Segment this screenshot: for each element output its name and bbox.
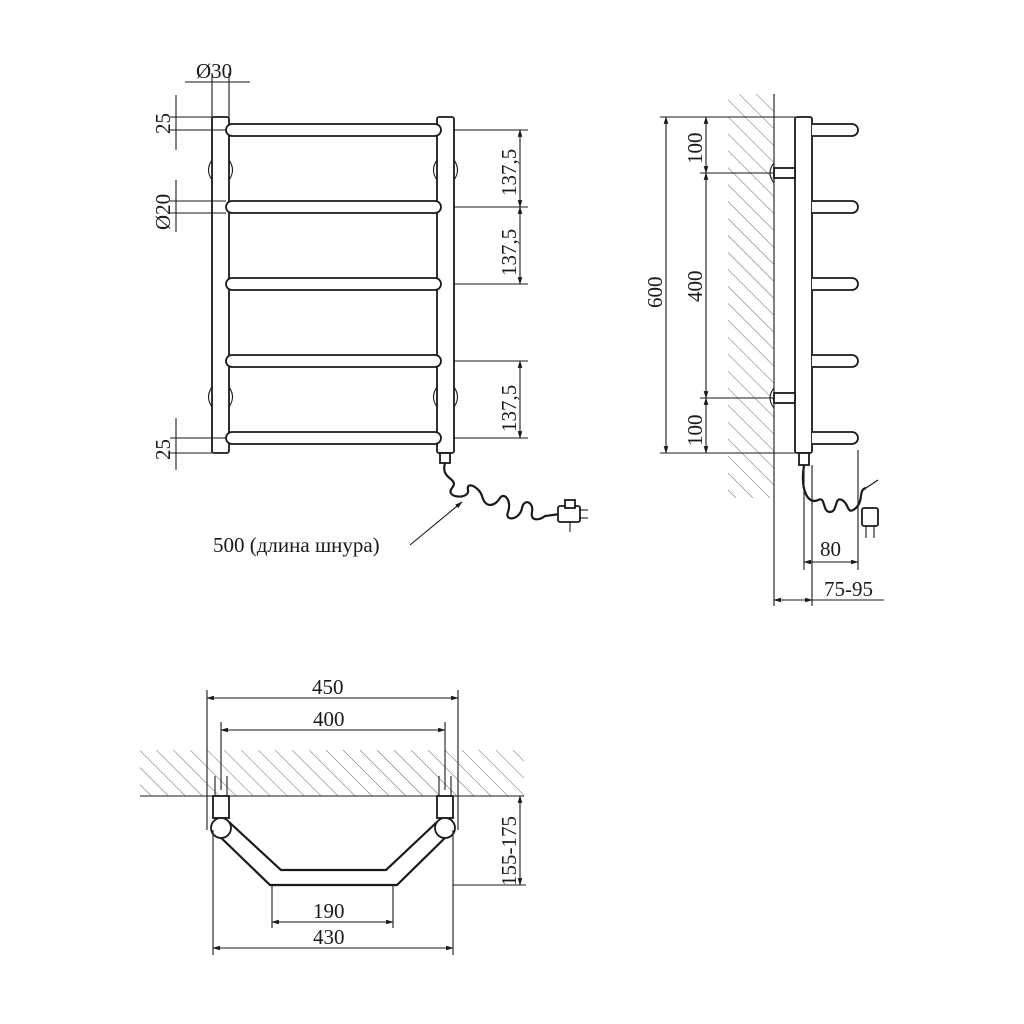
dim-projection: 155-175 bbox=[497, 816, 521, 886]
top-left-post bbox=[210, 817, 232, 839]
left-lower-bracket bbox=[207, 386, 234, 408]
top-right-post bbox=[434, 817, 456, 839]
dim-bottom-outer: 430 bbox=[313, 925, 345, 949]
dim-outer-width: 450 bbox=[312, 675, 344, 699]
rail-3 bbox=[225, 277, 442, 291]
dim-wall-distance: 75-95 bbox=[824, 577, 873, 601]
left-upper-bracket bbox=[207, 159, 234, 181]
rail-4 bbox=[225, 354, 442, 368]
dim-top-pipe-diameter: Ø30 bbox=[196, 59, 232, 83]
side-heater-connector bbox=[798, 452, 810, 466]
dim-top-mount: 100 bbox=[683, 133, 707, 165]
rail-2 bbox=[225, 200, 442, 214]
cord-length-note: 500 (длина шнура) bbox=[213, 533, 380, 557]
top-wall-hatch bbox=[140, 750, 524, 796]
dim-depth-cord: 80 bbox=[820, 537, 841, 561]
side-wall-hatch bbox=[728, 94, 774, 498]
dim-rail-spacing-3: 137,5 bbox=[497, 385, 521, 432]
dim-rail-diameter: Ø20 bbox=[151, 194, 175, 230]
dim-bottom-inner: 190 bbox=[313, 899, 345, 923]
side-post bbox=[794, 116, 813, 454]
dim-top-offset: 25 bbox=[151, 113, 175, 134]
heater-connector bbox=[439, 452, 451, 464]
dim-mount-spacing: 400 bbox=[683, 271, 707, 303]
dim-mount-width: 400 bbox=[313, 707, 345, 731]
side-power-plug bbox=[861, 479, 879, 538]
front-view: Ø30 25 Ø20 25 137,5 137,5 137,5 500 (дли… bbox=[151, 59, 588, 557]
top-view: 450 400 155-175 190 430 bbox=[140, 675, 526, 955]
dim-rail-spacing-1: 137,5 bbox=[497, 149, 521, 196]
power-plug bbox=[557, 499, 588, 532]
right-lower-bracket bbox=[432, 386, 459, 408]
dim-bottom-mount: 100 bbox=[683, 415, 707, 447]
side-view: 600 100 400 100 80 75-95 bbox=[643, 94, 884, 606]
top-rail-inner bbox=[228, 821, 438, 872]
right-upper-bracket bbox=[432, 159, 459, 181]
front-rails bbox=[225, 123, 442, 445]
power-cord bbox=[443, 462, 561, 521]
top-rail-outer bbox=[212, 829, 454, 887]
side-rails bbox=[812, 123, 859, 445]
dim-bottom-offset: 25 bbox=[151, 439, 175, 460]
dim-total-height: 600 bbox=[643, 277, 667, 309]
dim-rail-spacing-2: 137,5 bbox=[497, 229, 521, 276]
rail-1 bbox=[225, 123, 442, 137]
rail-5 bbox=[225, 431, 442, 445]
